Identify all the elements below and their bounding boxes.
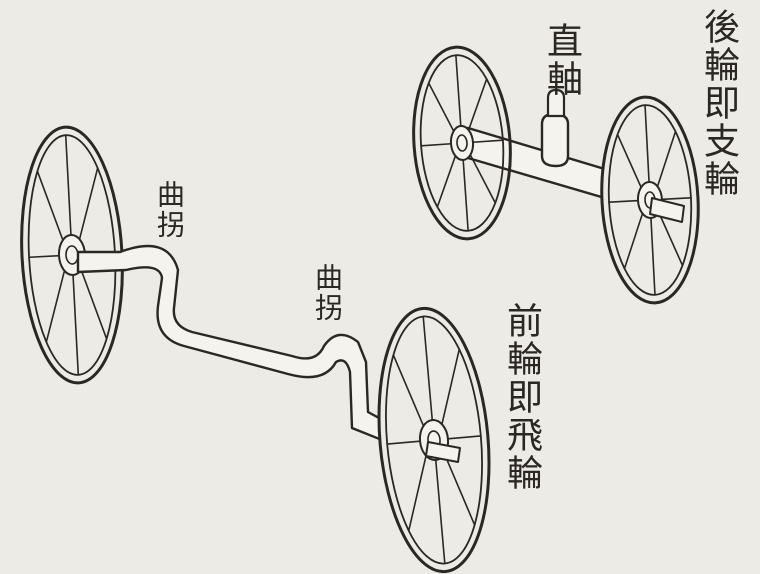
straight-axle-label: 直軸 bbox=[541, 22, 582, 98]
rear-axle-end bbox=[649, 197, 685, 223]
rear-right-wheel bbox=[600, 95, 700, 305]
axle-block-post bbox=[546, 88, 566, 118]
front-axle-end bbox=[425, 441, 461, 463]
rear-wheels-label: 後輪即支輪 bbox=[698, 8, 739, 198]
crank-label-lower: 曲拐 bbox=[311, 263, 344, 323]
front-wheels-label: 前輪即飛輪 bbox=[501, 302, 542, 492]
axle-block bbox=[540, 112, 570, 168]
front-right-wheel bbox=[377, 306, 491, 574]
crank-shaft bbox=[76, 244, 418, 454]
crank-label-upper: 曲拐 bbox=[153, 180, 186, 240]
